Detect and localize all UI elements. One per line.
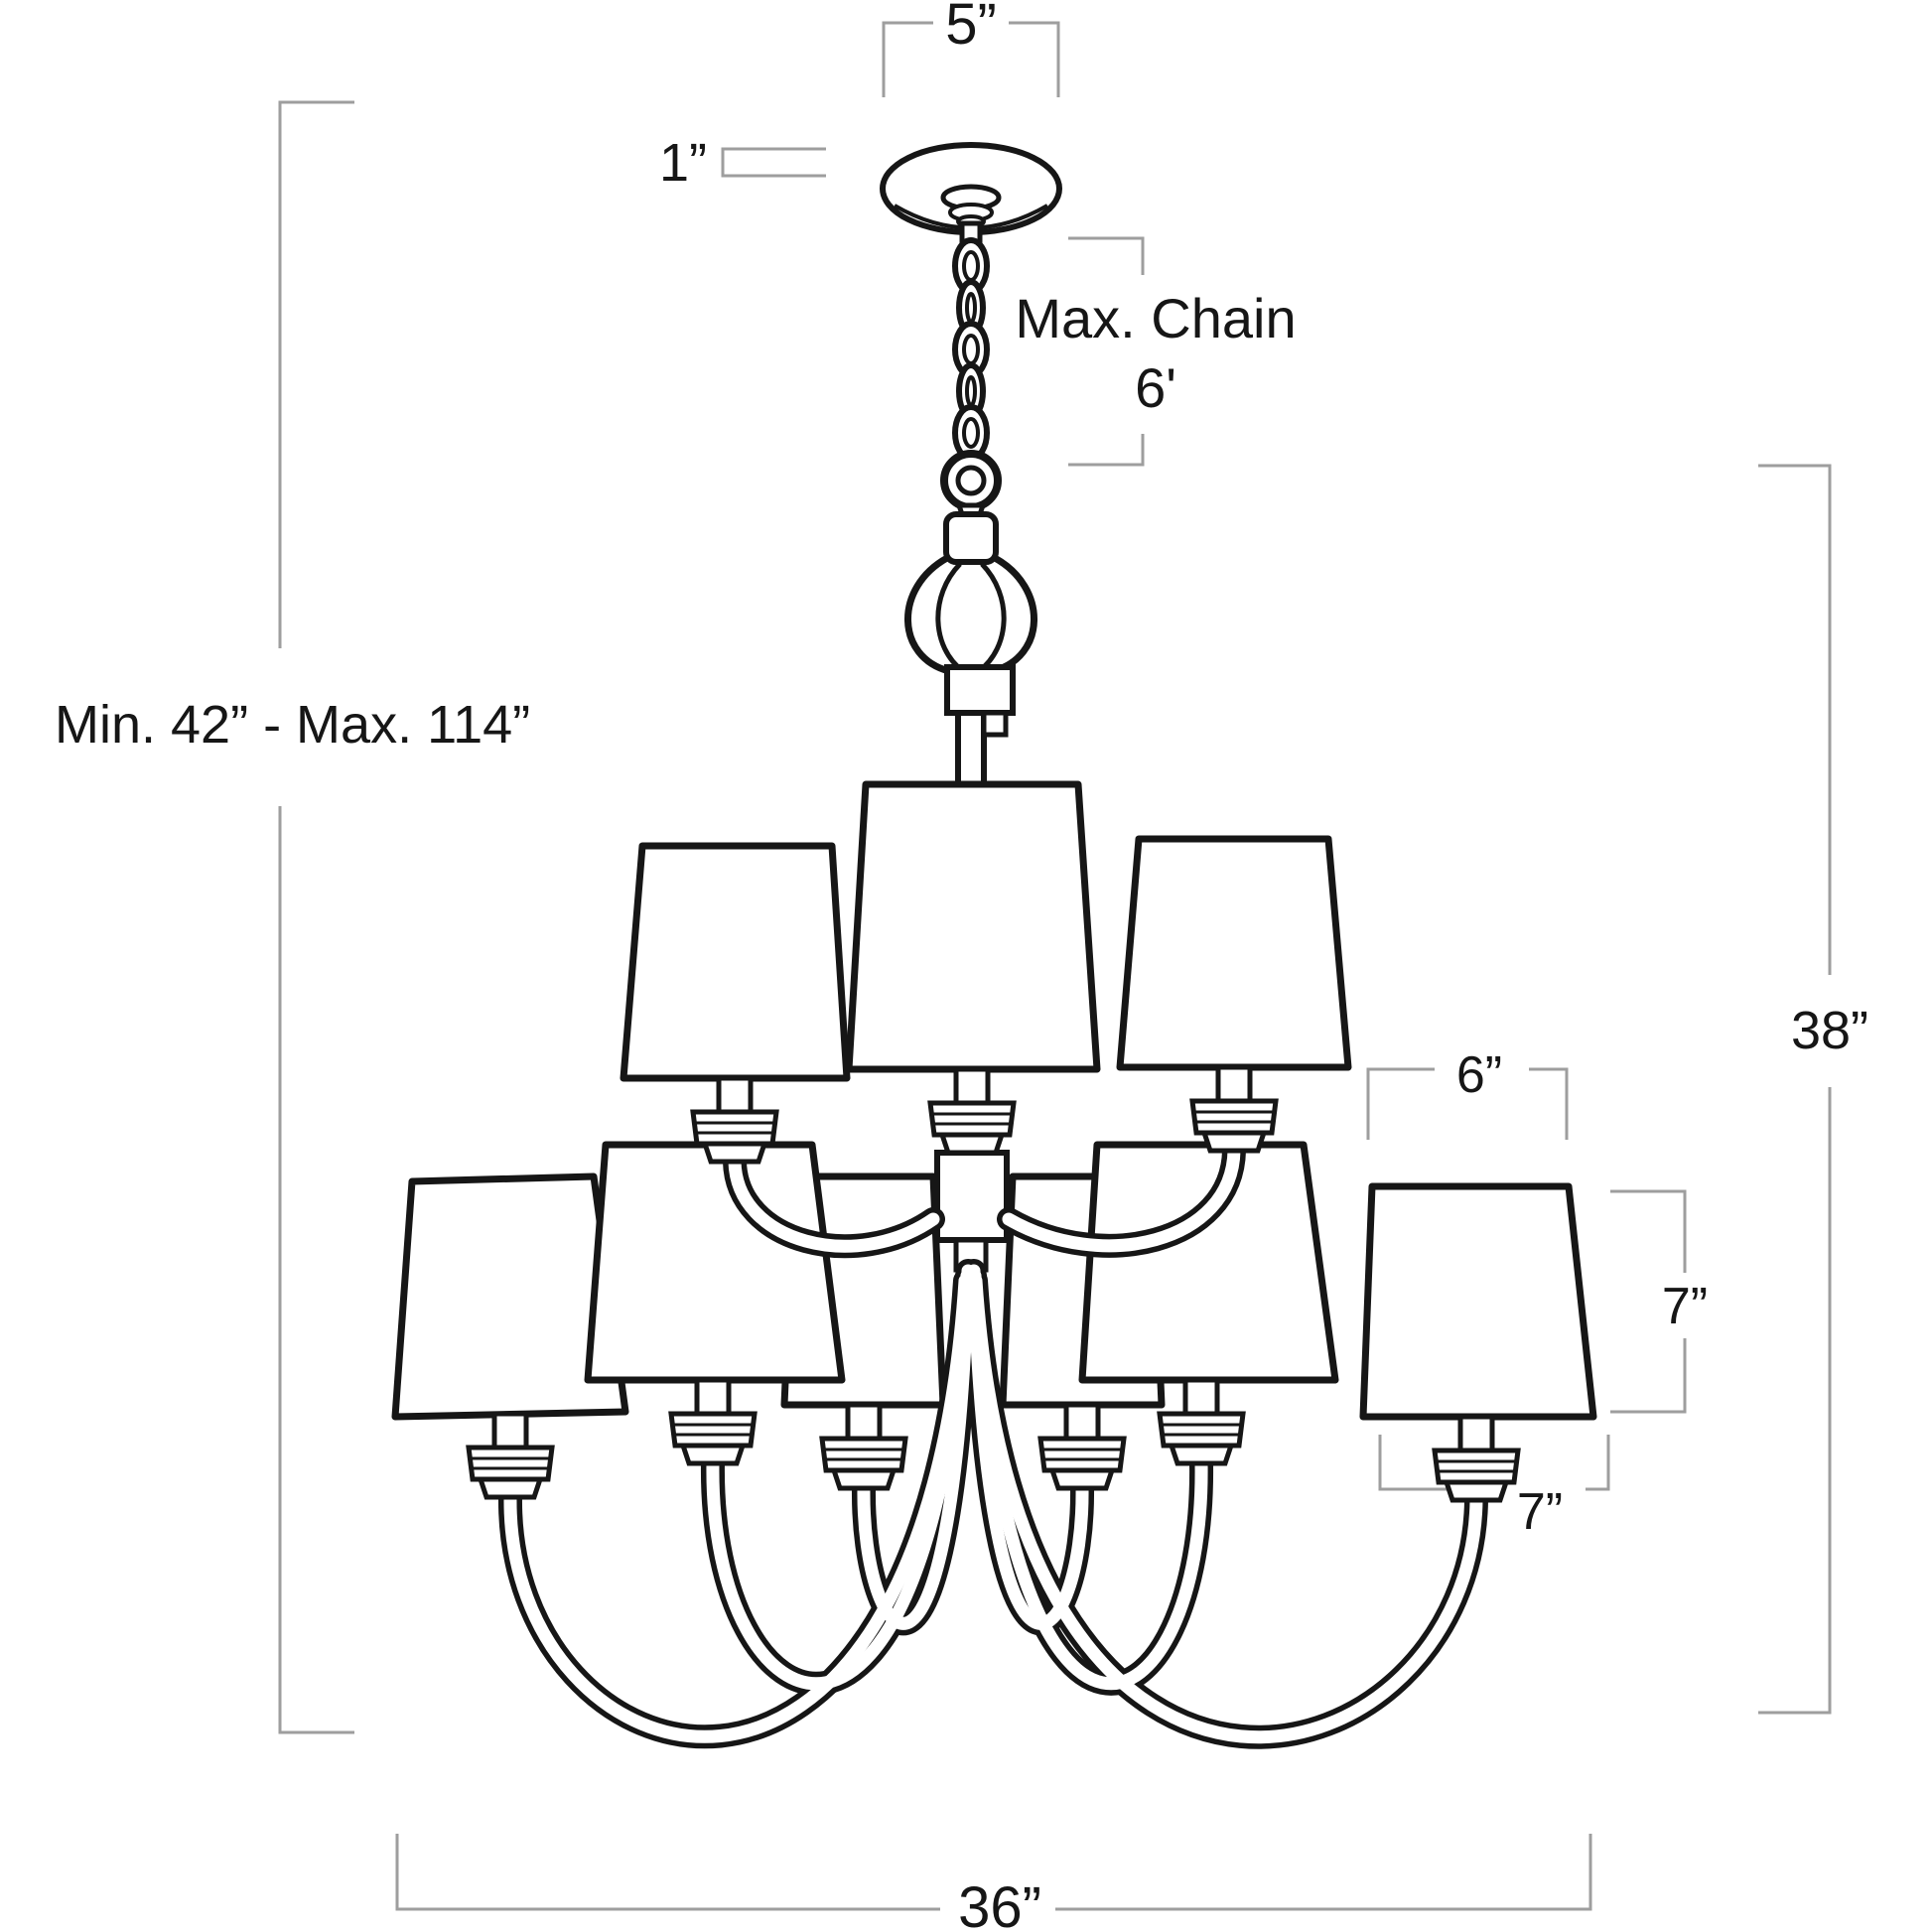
loop-outer-right	[991, 554, 1037, 675]
upper-tier-shades	[620, 780, 1352, 1082]
lower-tier-front-shades	[391, 1141, 1597, 1421]
lamp-shade-lower-right	[1078, 1141, 1339, 1384]
lower-arm-right-core	[968, 1269, 1208, 1691]
shade-height-label: 7”	[1662, 1278, 1708, 1335]
max-chain-bracket	[1068, 236, 1145, 467]
column-block	[934, 1150, 1010, 1243]
shade-top-width-bracket	[1366, 1067, 1569, 1140]
lower-arm-back-right-core	[967, 1264, 1089, 1630]
lamp-shade-upper-center	[845, 780, 1101, 1073]
body-height-label: 38”	[1791, 1001, 1868, 1060]
upper-arm-left-core	[728, 1155, 940, 1253]
shade-top-width-label: 6”	[1456, 1046, 1502, 1104]
socket-upper-right	[1192, 1067, 1276, 1151]
socket-lower-back-left	[822, 1405, 905, 1488]
canopy-thickness-bracket	[721, 147, 826, 178]
socket-lower-back-right	[1040, 1405, 1124, 1488]
body-width-bracket	[395, 1834, 1592, 1911]
canopy-width-bracket	[882, 21, 1060, 97]
lamp-shade-upper-left	[620, 842, 851, 1082]
column-offset-step	[981, 710, 1009, 738]
socket-upper-left	[693, 1078, 776, 1162]
hang-loop-assembly	[904, 450, 1037, 716]
loop-inner-right	[977, 562, 1007, 673]
lower-arm-back-left-core	[857, 1264, 975, 1630]
lower-arm-far-right-core	[969, 1274, 1483, 1744]
dimension-labels: 5” 1” Max. Chain 6' Min. 42” - Max. 114”…	[55, 0, 1868, 1932]
max-chain-value: 6'	[1135, 356, 1176, 419]
body-width-label: 36”	[958, 1875, 1041, 1932]
shade-height-bracket	[1610, 1189, 1687, 1414]
body-height-bracket	[1758, 464, 1832, 1715]
upper-arm-right-core	[1002, 1144, 1241, 1253]
loop-bottom-collar	[944, 664, 1016, 716]
arms	[497, 1139, 1488, 1749]
canopy-width-label: 5”	[945, 0, 997, 57]
hanging-chain	[952, 237, 990, 462]
loop-top-collar	[943, 511, 999, 565]
max-chain-label: Max. Chain	[1015, 287, 1296, 349]
chain-link-hole	[962, 417, 980, 449]
lower-arm-left-core	[706, 1269, 974, 1691]
lamp-shade-lower-left	[584, 1141, 846, 1384]
lower-arm-far-left-core	[503, 1274, 972, 1743]
shade-bottom-width-label: 7”	[1517, 1483, 1563, 1541]
hang-range-label: Min. 42” - Max. 114”	[55, 695, 530, 755]
loop-inner-left	[935, 562, 965, 673]
loop-outer-left	[904, 554, 951, 675]
lamp-shade-lower-far-right	[1359, 1182, 1597, 1421]
hang-ring-hole	[955, 465, 987, 496]
ceiling-canopy	[880, 142, 1062, 248]
socket-lower-far-left	[469, 1414, 552, 1497]
lamp-shade-upper-right	[1116, 835, 1352, 1071]
socket-lower-left	[671, 1380, 755, 1463]
lamp-shade-lower-far-left	[391, 1173, 629, 1421]
socket-lower-far-right	[1435, 1417, 1518, 1500]
hang-range-bracket	[278, 100, 354, 1734]
socket-lower-right	[1160, 1380, 1243, 1463]
canopy-thickness-label: 1”	[659, 133, 707, 193]
hang-ring	[940, 450, 1002, 511]
socket-upper-center	[930, 1069, 1014, 1153]
